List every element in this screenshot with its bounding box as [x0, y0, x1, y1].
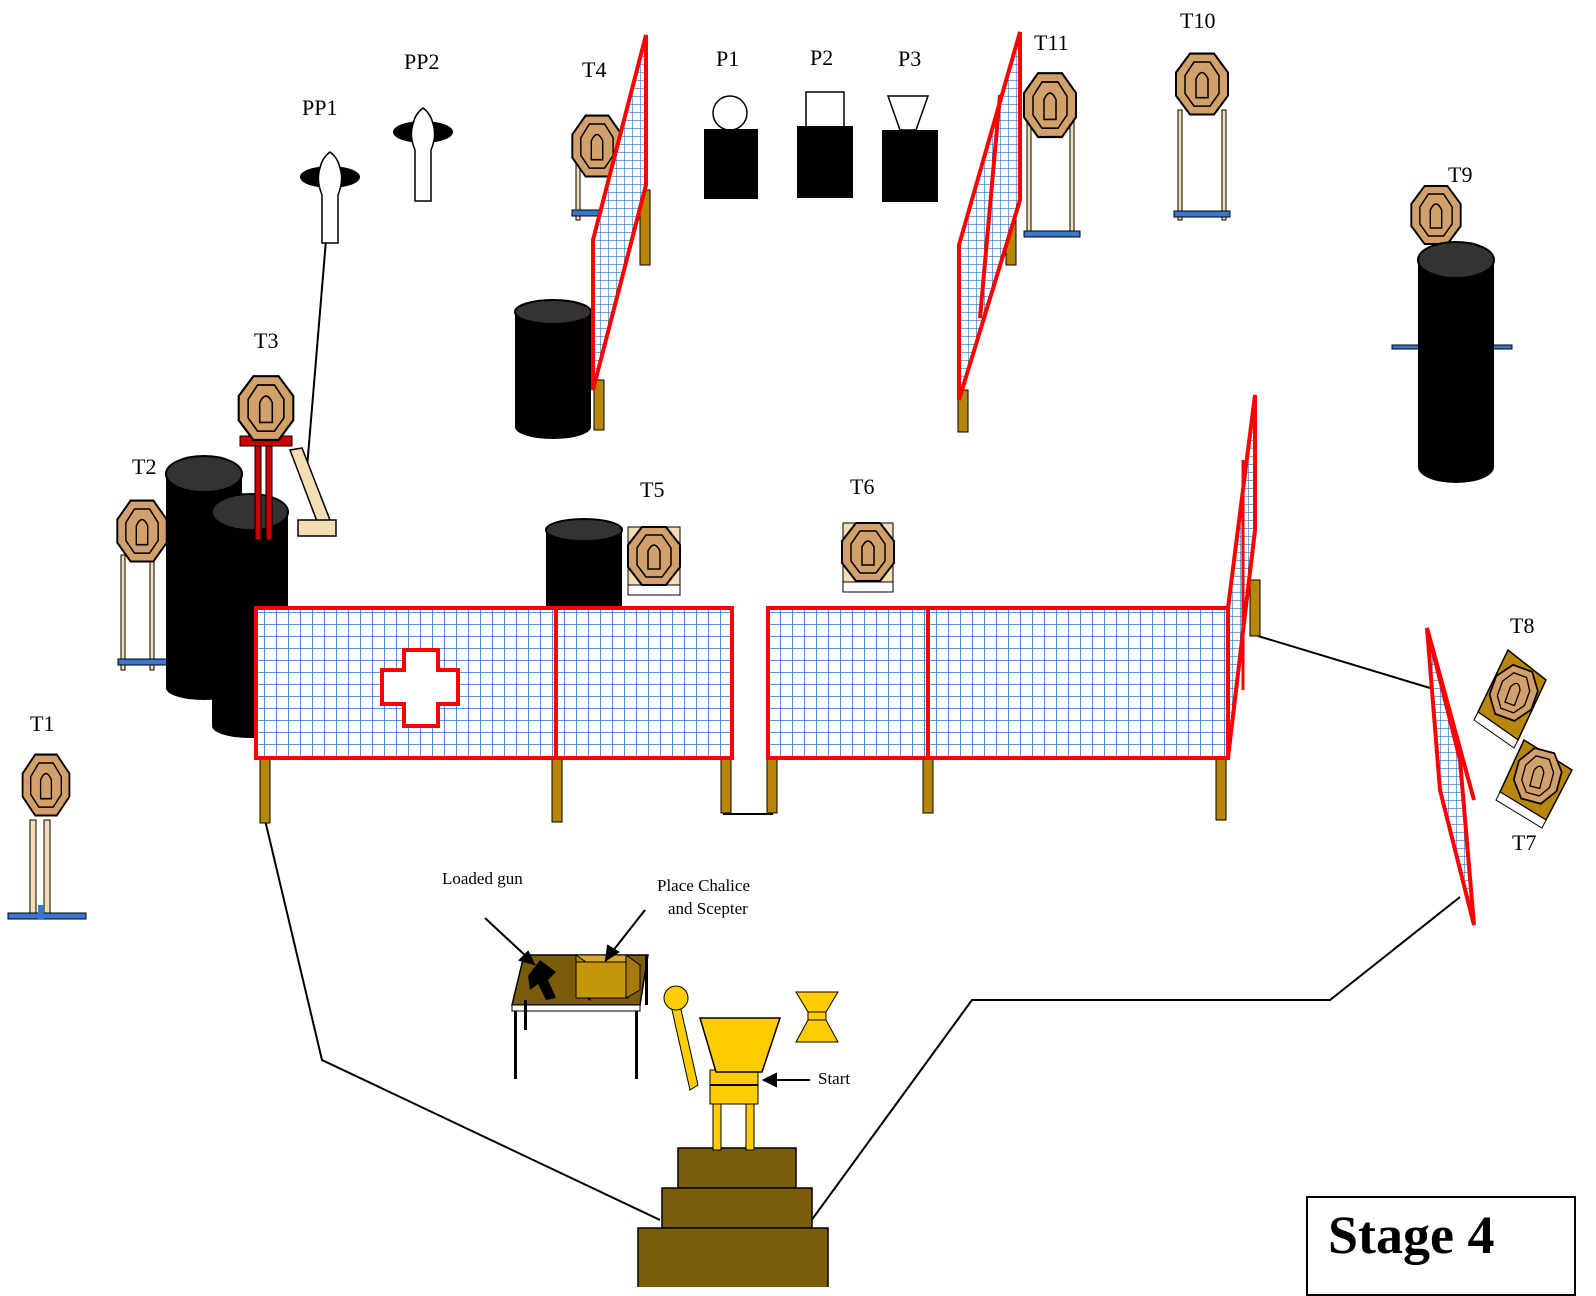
target-t5 [627, 526, 681, 596]
plate-p1 [704, 95, 758, 199]
boundary-lines [264, 239, 1461, 1226]
label-t4: T4 [582, 57, 606, 82]
label-t7: T7 [1512, 830, 1536, 855]
stage-title-box: Stage 4 [1306, 1196, 1576, 1296]
popper-pp2 [393, 107, 453, 202]
label-t9: T9 [1448, 162, 1472, 187]
note-loaded-gun: Loaded gun [442, 869, 523, 888]
throne [663, 985, 782, 1151]
target-t1 [7, 753, 87, 920]
barrel-t4 [514, 299, 592, 439]
label-t10: T10 [1180, 8, 1215, 33]
target-t6 [841, 522, 895, 593]
popper-pp1 [300, 151, 360, 244]
label-t1: T1 [30, 711, 54, 736]
main-wall-left [254, 606, 734, 824]
target-t3 [237, 375, 337, 541]
label-t8: T8 [1510, 613, 1534, 638]
chalice-box [574, 954, 642, 1001]
plate-p3 [882, 95, 938, 202]
target-t8 [1473, 648, 1547, 749]
label-p3: P3 [898, 46, 921, 71]
main-wall-right [766, 394, 1261, 821]
wall-t11 [957, 31, 1022, 433]
label-t5: T5 [640, 477, 664, 502]
barrel-t5 [545, 518, 623, 610]
barrel-left-back [165, 455, 243, 700]
label-t3: T3 [254, 328, 278, 353]
gun-icon [528, 960, 556, 1000]
label-t2: T2 [132, 454, 156, 479]
target-t2 [116, 499, 174, 671]
note-place-line1: Place Chalice [657, 876, 750, 895]
start-platform [637, 1147, 829, 1287]
chalice-icon [795, 991, 839, 1043]
label-p2: P2 [810, 45, 833, 70]
wall-t4-left [591, 34, 651, 431]
target-t10 [1173, 52, 1231, 221]
label-pp2: PP2 [404, 49, 439, 74]
stage-title: Stage 4 [1328, 1205, 1495, 1265]
target-t7 [1495, 738, 1573, 829]
cross-port [380, 648, 460, 728]
annotation-arrows [484, 909, 810, 1088]
target-t11 [1022, 72, 1081, 238]
note-place-line2: and Scepter [668, 899, 748, 918]
label-p1: P1 [716, 46, 739, 71]
label-t11: T11 [1034, 30, 1069, 55]
note-start: Start [818, 1069, 850, 1088]
wall-t7-t8 [1425, 627, 1476, 926]
plate-p2 [797, 91, 853, 198]
target-t9 [1391, 185, 1513, 483]
label-pp1: PP1 [302, 95, 337, 120]
label-t6: T6 [850, 474, 874, 499]
